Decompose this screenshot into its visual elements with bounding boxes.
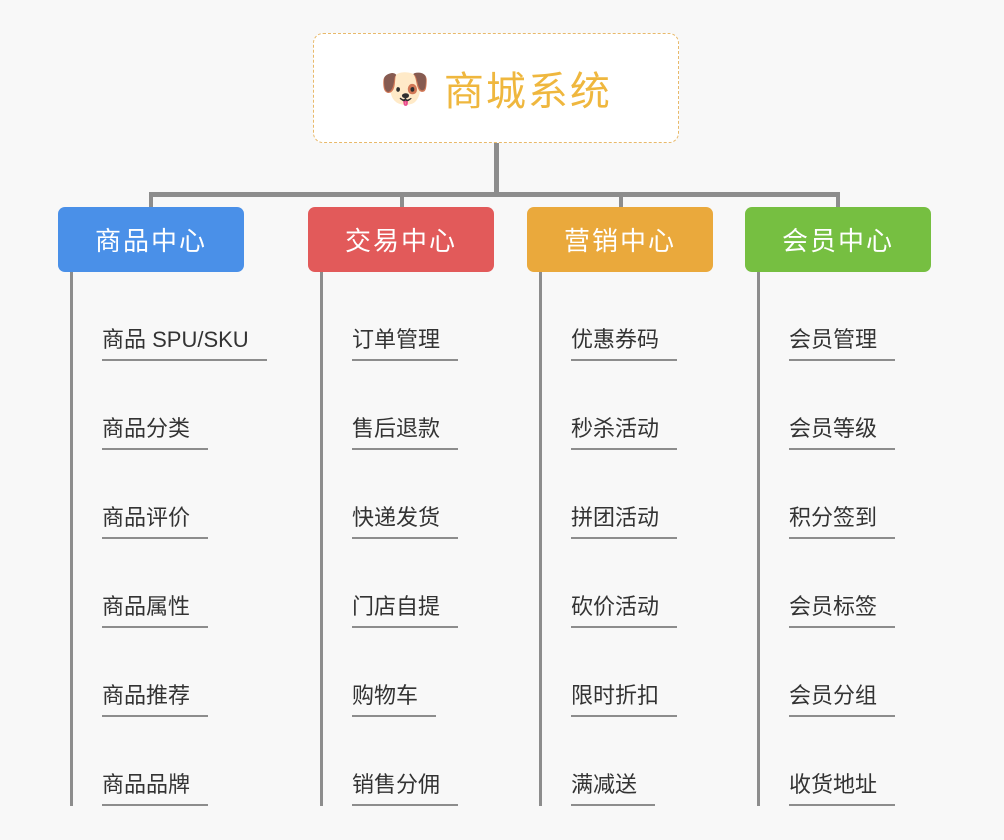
- item-label: 优惠券码: [571, 329, 678, 361]
- item-label: 快递发货: [352, 507, 459, 539]
- list-item[interactable]: 快递发货: [320, 450, 550, 539]
- item-label: 商品推荐: [102, 685, 209, 717]
- item-label: 商品属性: [102, 596, 209, 628]
- list-item[interactable]: 商品品牌: [70, 717, 300, 806]
- branch-spine-0: [70, 272, 73, 806]
- list-item[interactable]: 门店自提: [320, 539, 550, 628]
- list-item[interactable]: 购物车: [320, 628, 550, 717]
- item-label: 购物车: [352, 685, 437, 717]
- item-label: 秒杀活动: [571, 418, 678, 450]
- list-item[interactable]: 商品评价: [70, 450, 300, 539]
- list-item[interactable]: 限时折扣: [539, 628, 769, 717]
- branch-header-label-1: 交易中心: [344, 226, 457, 256]
- branch-drop-connector-2: [619, 192, 623, 210]
- branch-header-3[interactable]: 会员中心: [745, 207, 931, 272]
- item-label: 商品分类: [102, 418, 209, 450]
- list-item[interactable]: 商品 SPU/SKU: [70, 272, 300, 361]
- branch-drop-connector-0: [149, 192, 153, 210]
- item-label: 订单管理: [352, 329, 459, 361]
- item-label: 商品品牌: [102, 774, 209, 806]
- branch-header-label-0: 商品中心: [94, 226, 207, 256]
- list-item[interactable]: 秒杀活动: [539, 361, 769, 450]
- branch-header-1[interactable]: 交易中心: [308, 207, 494, 272]
- item-label: 销售分佣: [352, 774, 459, 806]
- item-label: 商品评价: [102, 507, 209, 539]
- list-item[interactable]: 商品属性: [70, 539, 300, 628]
- list-item[interactable]: 满减送: [539, 717, 769, 806]
- list-item[interactable]: 订单管理: [320, 272, 550, 361]
- item-label: 会员管理: [789, 329, 896, 361]
- item-label: 限时折扣: [571, 685, 678, 717]
- root-stem-connector: [494, 143, 499, 196]
- branch-items-0: 商品 SPU/SKU 商品分类 商品评价 商品属性 商品推荐 商品品牌: [70, 272, 300, 806]
- branch-header-label-3: 会员中心: [781, 226, 894, 256]
- branch-items-1: 订单管理 售后退款 快递发货 门店自提 购物车 销售分佣: [320, 272, 550, 806]
- branch-header-label-2: 营销中心: [563, 226, 676, 256]
- branch-spine-1: [320, 272, 323, 806]
- branch-drop-connector-3: [836, 192, 840, 210]
- branch-items-3: 会员管理 会员等级 积分签到 会员标签 会员分组 收货地址: [757, 272, 987, 806]
- list-item[interactable]: 积分签到: [757, 450, 987, 539]
- list-item[interactable]: 收货地址: [757, 717, 987, 806]
- item-label: 会员分组: [789, 685, 896, 717]
- branch-header-0[interactable]: 商品中心: [58, 207, 244, 272]
- branch-bus-connector: [149, 192, 840, 197]
- list-item[interactable]: 拼团活动: [539, 450, 769, 539]
- list-item[interactable]: 会员管理: [757, 272, 987, 361]
- branch-spine-2: [539, 272, 542, 806]
- item-label: 商品 SPU/SKU: [102, 329, 267, 361]
- list-item[interactable]: 优惠券码: [539, 272, 769, 361]
- item-label: 满减送: [571, 774, 656, 806]
- dog-face-icon: 🐶: [380, 67, 430, 111]
- root-title: 商城系统: [443, 70, 612, 114]
- list-item[interactable]: 会员等级: [757, 361, 987, 450]
- item-label: 拼团活动: [571, 507, 678, 539]
- item-label: 门店自提: [352, 596, 459, 628]
- item-label: 会员等级: [789, 418, 896, 450]
- item-label: 砍价活动: [571, 596, 678, 628]
- list-item[interactable]: 商品推荐: [70, 628, 300, 717]
- list-item[interactable]: 会员分组: [757, 628, 987, 717]
- root-node[interactable]: 🐶 商城系统: [313, 33, 679, 143]
- branch-drop-connector-1: [400, 192, 404, 210]
- list-item[interactable]: 会员标签: [757, 539, 987, 628]
- branch-spine-3: [757, 272, 760, 806]
- item-label: 积分签到: [789, 507, 896, 539]
- list-item[interactable]: 售后退款: [320, 361, 550, 450]
- branch-items-2: 优惠券码 秒杀活动 拼团活动 砍价活动 限时折扣 满减送: [539, 272, 769, 806]
- item-label: 会员标签: [789, 596, 896, 628]
- branch-header-2[interactable]: 营销中心: [527, 207, 713, 272]
- item-label: 售后退款: [352, 418, 459, 450]
- list-item[interactable]: 砍价活动: [539, 539, 769, 628]
- list-item[interactable]: 销售分佣: [320, 717, 550, 806]
- list-item[interactable]: 商品分类: [70, 361, 300, 450]
- item-label: 收货地址: [789, 774, 896, 806]
